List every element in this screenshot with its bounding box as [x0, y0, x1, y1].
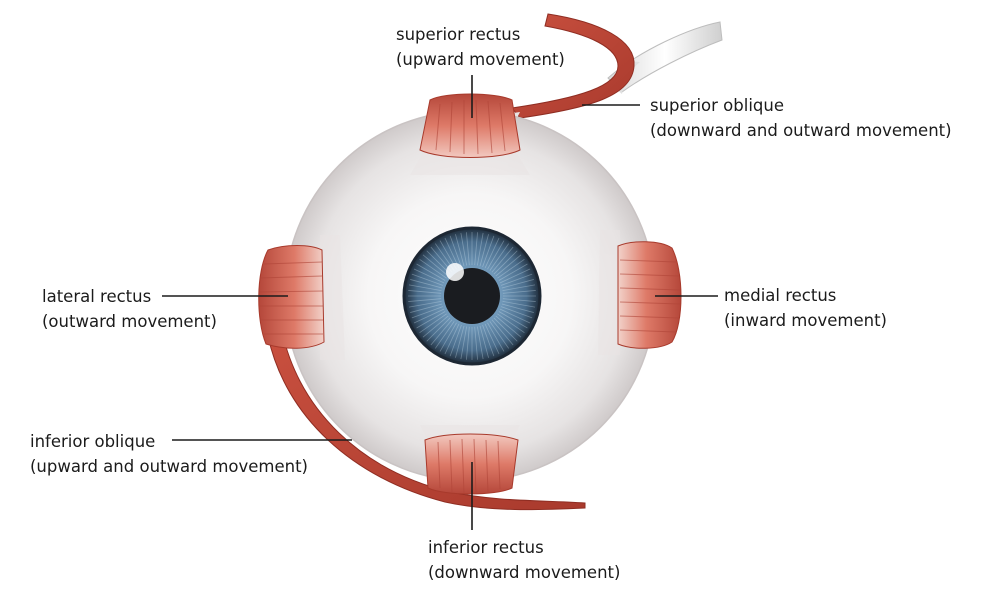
inferior-oblique-name: inferior oblique: [30, 432, 156, 451]
iris-ray: [411, 306, 444, 319]
iris-ray: [479, 234, 489, 267]
iris-ray: [501, 303, 534, 313]
iris-ray: [495, 315, 522, 338]
iris-ray: [501, 279, 534, 289]
label-superior-oblique: superior oblique (downward and outward m…: [650, 93, 952, 143]
superior-oblique-action: (downward and outward movement): [650, 121, 952, 140]
iris-ray: [430, 319, 453, 346]
iris-ray: [500, 273, 533, 286]
medial-rectus-muscle: [617, 241, 682, 349]
lateral-rectus-name: lateral rectus: [42, 287, 152, 306]
iris-ray: [495, 254, 522, 277]
iris-ray: [466, 232, 470, 266]
iris-ray: [479, 325, 489, 358]
iris-ray: [426, 317, 451, 342]
iris-ray: [422, 254, 449, 277]
iris-ray: [489, 243, 510, 271]
iris-ray: [408, 290, 442, 294]
iris-ray: [439, 322, 457, 352]
iris-ray: [491, 319, 514, 346]
iris-ray: [499, 268, 531, 284]
iris-ray: [482, 235, 495, 268]
lateral-rectus-action: (outward movement): [42, 312, 217, 331]
muscle-insertion-fans: [320, 150, 620, 445]
iris-ray: [410, 303, 443, 313]
iris-ray: [502, 290, 536, 294]
iris-ray: [408, 300, 442, 308]
iris-ray: [455, 325, 465, 358]
iris-ray: [460, 326, 468, 360]
iris-ray: [444, 237, 460, 269]
iris-ray: [416, 311, 446, 329]
inferior-oblique-action: (upward and outward movement): [30, 457, 308, 476]
iris-ray: [419, 258, 447, 279]
iris-ray: [498, 263, 528, 281]
inferior-rectus-name: inferior rectus: [428, 538, 544, 557]
label-inferior-oblique: inferior oblique (upward and outward mov…: [30, 429, 308, 479]
iris-ray: [493, 317, 518, 342]
eye-highlight: [446, 263, 464, 281]
iris-ray: [444, 323, 460, 355]
iris-ray: [497, 313, 525, 334]
superior-rectus-action: (upward movement): [396, 50, 565, 69]
iris-ray: [419, 313, 447, 334]
iris-ray: [484, 237, 500, 269]
iris-ray: [502, 284, 536, 292]
medial-rectus-action: (inward movement): [724, 311, 887, 330]
iris-ray: [449, 235, 462, 268]
iris-ray: [487, 322, 505, 352]
iris-ray: [500, 306, 533, 319]
iris-ray: [408, 298, 442, 302]
iris-ray: [474, 326, 478, 360]
medial-rectus-name: medial rectus: [724, 286, 837, 305]
iris-ray: [455, 234, 465, 267]
iris-ray: [498, 311, 528, 329]
iris-ray: [487, 240, 505, 270]
inferior-rectus-action: (downward movement): [428, 563, 621, 582]
iris-ray: [416, 263, 446, 281]
inferior-oblique-muscle: [267, 331, 586, 511]
iris-ray: [484, 323, 500, 355]
iris-ray: [489, 321, 510, 349]
iris-ray: [411, 273, 444, 286]
superior-rectus-muscle: [419, 93, 521, 158]
iris-ray: [466, 326, 470, 360]
label-inferior-rectus: inferior rectus (downward movement): [428, 535, 620, 585]
label-medial-rectus: medial rectus (inward movement): [724, 283, 887, 333]
iris-ray: [410, 279, 443, 289]
iris-ray: [449, 324, 462, 357]
label-superior-rectus: superior rectus (upward movement): [396, 22, 565, 72]
label-lateral-rectus: lateral rectus (outward movement): [42, 284, 217, 334]
iris-ray: [422, 315, 449, 338]
iris-ray: [482, 324, 495, 357]
iris-ray: [502, 298, 536, 302]
iris-ray: [491, 246, 514, 273]
iris-ray: [474, 232, 478, 266]
superior-rectus-name: superior rectus: [396, 25, 521, 44]
iris-ray: [476, 232, 484, 266]
superior-oblique-name: superior oblique: [650, 96, 784, 115]
iris-ray: [502, 300, 536, 308]
iris-ray: [434, 321, 455, 349]
iris-ray: [408, 284, 442, 292]
leader-lines: [162, 75, 718, 530]
pupil: [444, 268, 500, 324]
iris-ray: [493, 250, 518, 275]
iris-ray: [413, 308, 445, 324]
lateral-rectus-muscle: [258, 245, 325, 349]
iris-ray: [497, 258, 525, 279]
iris-ray: [476, 326, 484, 360]
iris-ray: [460, 232, 468, 266]
iris-ray: [413, 268, 445, 284]
iris-ray: [499, 308, 531, 324]
